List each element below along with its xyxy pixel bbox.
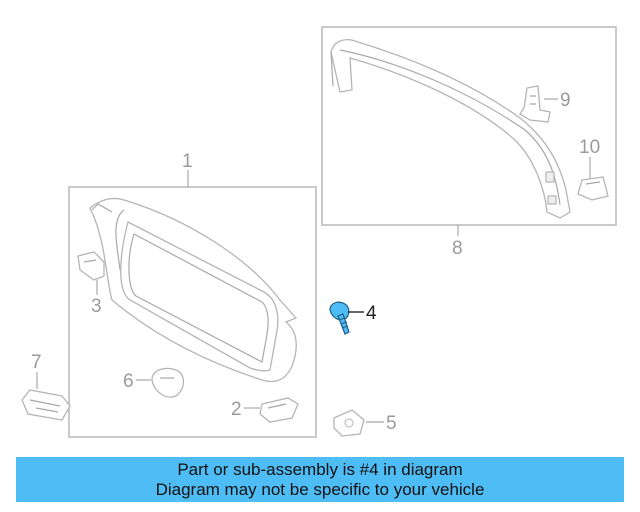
callout-10: 10 xyxy=(579,137,600,158)
assembly-box-8 xyxy=(321,26,617,226)
callout-9: 9 xyxy=(560,90,571,111)
part-8-trim-bar[interactable] xyxy=(330,39,571,219)
callout-2: 2 xyxy=(231,399,242,420)
part-7-bumper-block[interactable] xyxy=(21,389,71,421)
callout-1: 1 xyxy=(182,151,193,172)
part-4-bolt[interactable] xyxy=(329,301,350,335)
assembly-box-1 xyxy=(68,186,317,438)
part-3-clip[interactable] xyxy=(77,251,105,281)
part-9-bracket[interactable] xyxy=(519,85,551,123)
callout-5: 5 xyxy=(386,413,397,434)
part-2-clip[interactable] xyxy=(259,397,299,423)
part-info-banner: Part or sub-assembly is #4 in diagram Di… xyxy=(16,457,624,502)
callout-8: 8 xyxy=(452,238,463,259)
callout-4: 4 xyxy=(366,303,377,324)
part-1-trim-panel[interactable] xyxy=(89,197,298,383)
part-6-grommet[interactable] xyxy=(151,367,185,398)
callout-7: 7 xyxy=(31,352,42,373)
callout-6: 6 xyxy=(123,371,134,392)
part-10-clip[interactable] xyxy=(577,176,609,201)
callout-3: 3 xyxy=(91,296,102,317)
part-5-nut[interactable] xyxy=(333,409,365,437)
banner-line-2: Diagram may not be specific to your vehi… xyxy=(155,479,485,499)
banner-line-1: Part or sub-assembly is #4 in diagram xyxy=(177,459,463,479)
